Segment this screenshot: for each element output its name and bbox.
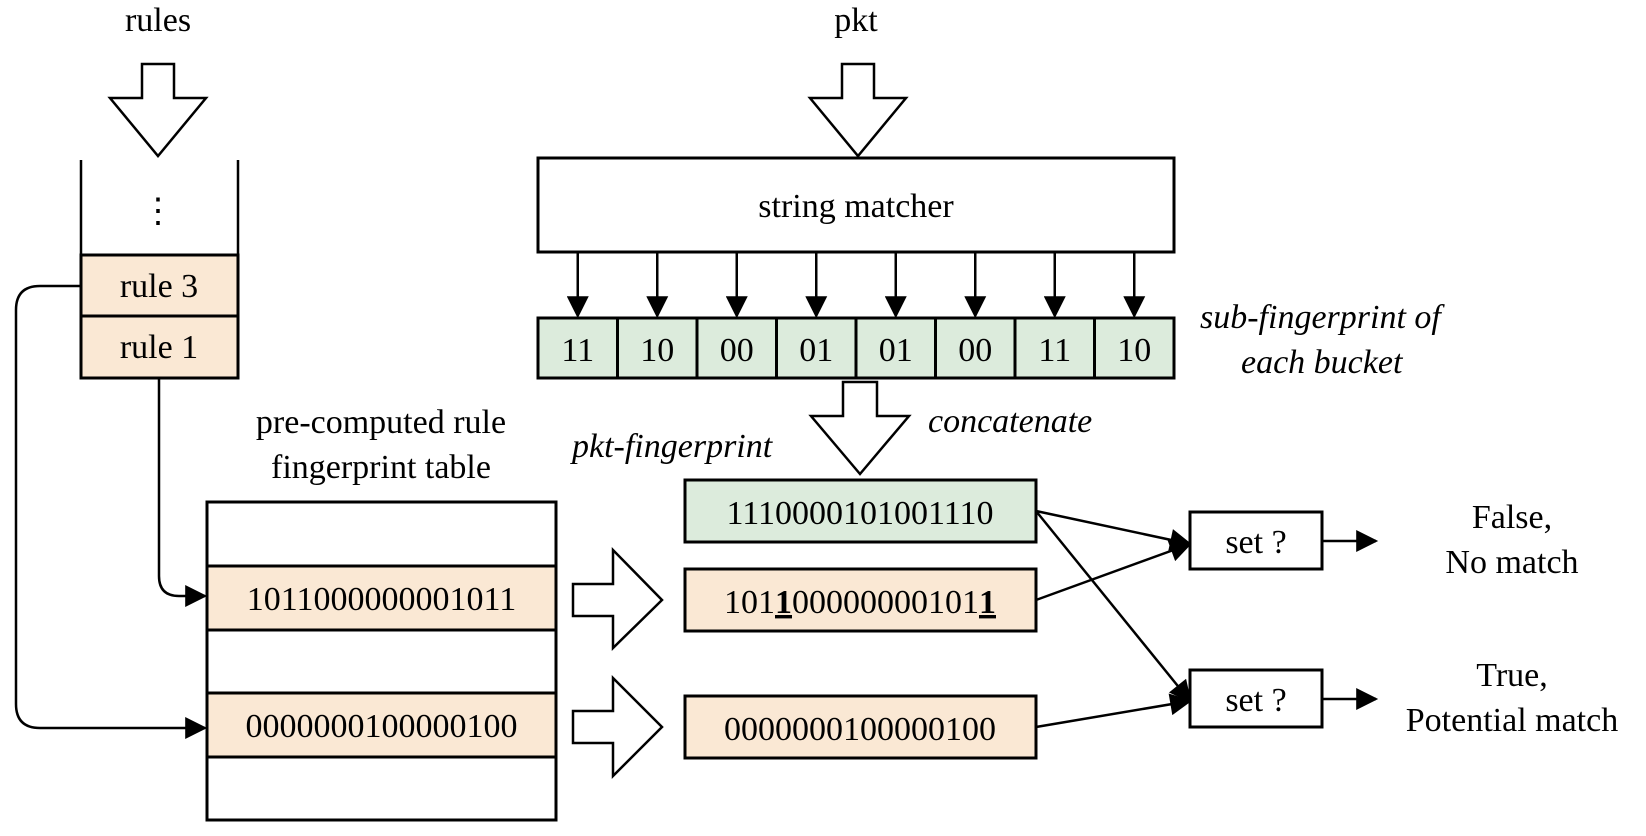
- result-row-1-value: 1011000000001011: [724, 584, 996, 621]
- bucket-3-cell: [695, 316, 778, 380]
- table-row-3-forward-arrow: [571, 674, 664, 780]
- bucket-2-value: 10: [640, 332, 674, 369]
- table-row-4-value: 0000000100000100: [246, 708, 518, 745]
- pkt-fp-to-check-2-line: [1035, 510, 1192, 703]
- check-2-result-line-2: Potential match: [1406, 702, 1618, 739]
- bucket-6-cell: [934, 316, 1017, 380]
- result-row-1-part-2: 1: [775, 584, 792, 621]
- set-check-1-box: [1188, 510, 1324, 571]
- result-row-2-box: [683, 694, 1038, 760]
- pkt-fp-to-check-1-line: [1035, 509, 1193, 551]
- table-row-2-value: 1011000000001011: [247, 581, 516, 618]
- string-matcher-label: string matcher: [758, 188, 954, 225]
- bucket-7-value: 11: [1038, 332, 1071, 369]
- result-1-to-check-1-line: [1035, 540, 1193, 602]
- sub-fingerprint-caption-line-1: sub-fingerprint of: [1200, 299, 1445, 336]
- result-row-1-part-1: 101: [724, 584, 775, 621]
- rule1-to-table-connector: [157, 378, 208, 607]
- bucket-4-value: 01: [799, 332, 833, 369]
- check-2-result-line-1: True,: [1476, 657, 1548, 694]
- pkt-label: pkt: [834, 2, 878, 39]
- rules-input-arrow: [107, 62, 209, 158]
- bucket-1-cell: [536, 316, 619, 380]
- bucket-5-value: 01: [879, 332, 913, 369]
- string-matcher-box: [536, 156, 1176, 254]
- check-1-result-line-2: No match: [1445, 544, 1578, 581]
- table-title-line-2: fingerprint table: [271, 449, 491, 486]
- rules-label: rules: [125, 2, 191, 39]
- pkt-input-arrow: [807, 62, 909, 158]
- bucket-2-cell: [616, 316, 699, 380]
- table-row-5: [205, 755, 558, 822]
- bucket-1-value: 11: [561, 332, 594, 369]
- pkt-fingerprint-value: 1110000101001110: [727, 495, 994, 532]
- set-check-2-box: [1188, 668, 1324, 729]
- queue-rule-3-label: rule 3: [120, 268, 198, 305]
- table-row-1-forward-arrow: [571, 546, 664, 651]
- pkt-fingerprint-box: [683, 478, 1038, 544]
- queue-rule-1: [79, 314, 240, 380]
- pkt-fingerprint-label: pkt-fingerprint: [570, 428, 774, 465]
- result-row-2-value: 0000000100000100: [724, 711, 996, 748]
- result-row-1-box: [683, 567, 1038, 633]
- result-row-2-part-1: 0000000100000100: [724, 711, 996, 748]
- result-row-1-part-4: 1: [979, 584, 996, 621]
- result-2-to-check-2-line: [1035, 693, 1193, 729]
- table-row-3: [205, 628, 558, 695]
- table-row-1: [205, 500, 558, 568]
- queue-rule-1-label: rule 1: [120, 329, 198, 366]
- rule-fingerprint-table: 1011000000001011 0000000100000100: [205, 500, 558, 822]
- table-row-2: [205, 564, 558, 632]
- bucket-3-value: 00: [720, 332, 754, 369]
- bucket-6-value: 00: [958, 332, 992, 369]
- set-check-2-label: set ?: [1225, 682, 1286, 719]
- concatenate-arrow: [808, 380, 912, 476]
- sub-fingerprint-caption-line-2: each bucket: [1241, 344, 1404, 381]
- queue-ellipsis: ⋮: [141, 193, 175, 230]
- bucket-8-value: 10: [1117, 332, 1151, 369]
- set-check-1-label: set ?: [1225, 524, 1286, 561]
- bucket-8-cell: [1093, 316, 1176, 380]
- result-row-1-part-3: 00000000101: [792, 584, 979, 621]
- sub-fingerprint-buckets: 11 10 00 01 01 00 11 10: [536, 252, 1176, 380]
- rule3-to-table-connector: [14, 284, 208, 739]
- check-1-result-line-1: False,: [1472, 499, 1552, 536]
- concatenate-label: concatenate: [928, 403, 1092, 440]
- table-title-line-1: pre-computed rule: [256, 404, 506, 441]
